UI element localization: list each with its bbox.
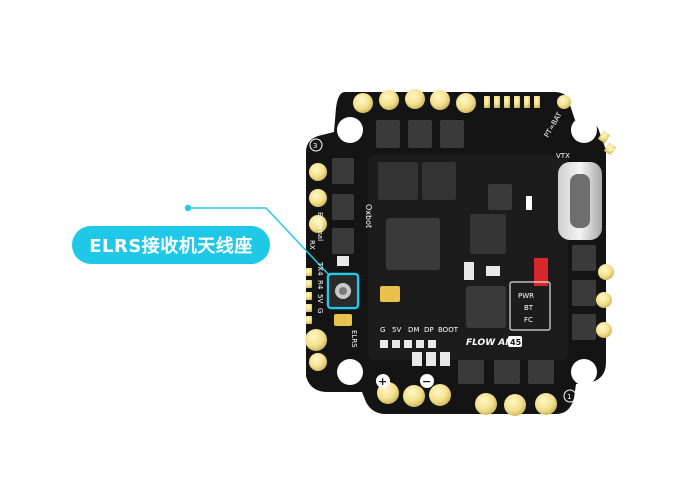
right-pads [596,130,617,338]
label-r2: R2 [608,147,618,158]
label-bt: BT [524,304,534,312]
top-motor-pads [353,89,571,113]
mount-hole-icon [337,359,363,385]
motor-num-1: 1 [567,393,571,401]
mount-hole-icon [571,117,597,143]
pad-label-dm: DM [408,326,419,334]
motor-num-2: 2 [611,347,615,355]
callout-line [188,207,331,277]
mount-hole-icon [571,359,597,385]
callout-dot-icon [184,204,192,212]
red-component [534,258,548,286]
mosfet-components [332,120,596,384]
antenna-highlight [326,272,360,310]
plus-icon: + [378,375,387,388]
label-rx: RX [308,240,316,250]
callout-label: ELRS接收机天线座 [89,236,253,257]
motor-num-3: 3 [313,142,317,150]
brand-label: Oxbot [364,204,373,228]
label-r4: R4 [316,280,324,290]
label-5v: 5V [316,294,324,303]
elrs-antenna-callout: ELRS接收机天线座 [72,226,270,264]
ic-chips [378,162,548,366]
label-external: External [316,212,324,241]
minus-icon: − [422,375,431,388]
pad-label-dp: DP [424,326,434,334]
model-label: FLOW AIO [466,338,517,348]
label-pwr: PWR [518,292,534,300]
label-p4: P4=R2 or VTX [610,178,618,228]
model-number: 45 [510,338,522,347]
left-motor-pads [305,163,327,371]
inner-area [368,155,568,360]
pad-label-5v: 5V [392,326,401,334]
label-tx4: TX4 [316,261,324,276]
label-g: G [316,308,324,313]
label-fc: FC [524,316,533,324]
pad-label-g: G [380,326,385,334]
pad-label-boot: BOOT [438,326,459,334]
label-vtx: VTX [556,152,570,160]
mount-hole-icon [337,117,363,143]
label-elrs: ELRS [350,330,358,348]
